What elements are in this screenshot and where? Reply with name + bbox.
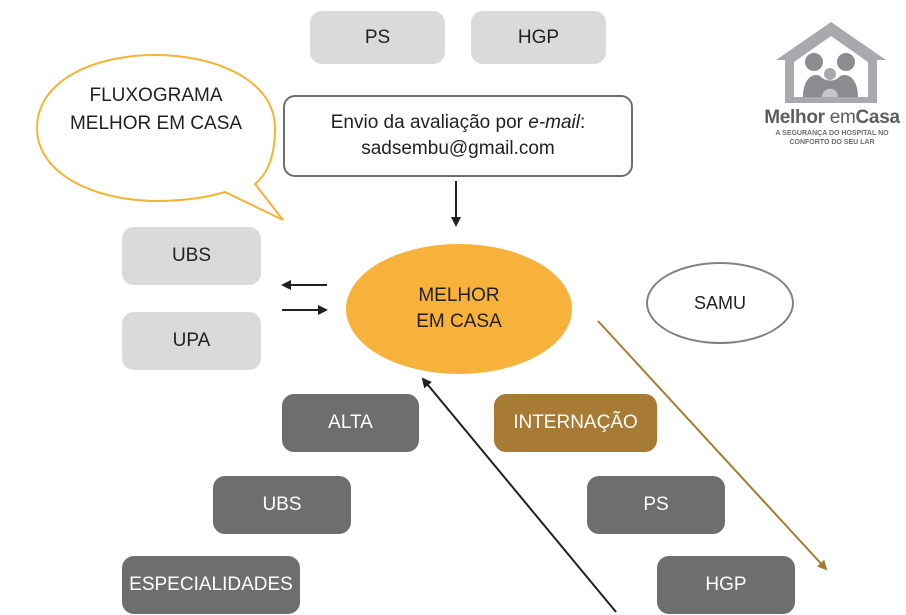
- internacao-box: INTERNAÇÃO: [494, 394, 657, 452]
- logo-sub-line2: CONFORTO DO SEU LAR: [789, 139, 875, 146]
- email-instruction: Envio da avaliação por e-mail:: [331, 110, 586, 136]
- bubble-line1: FLUXOGRAMA: [89, 85, 223, 106]
- email-suffix: :: [579, 112, 586, 133]
- ps-internacao-box: PS: [587, 476, 725, 534]
- email-prefix: Envio da avaliação por: [330, 112, 529, 133]
- center-line1: MELHOR: [418, 285, 500, 306]
- ubs-left-box: UBS: [122, 227, 261, 285]
- email-box: Envio da avaliação por e-mail: sadsembu@…: [283, 95, 633, 177]
- hgp-internacao-box: HGP: [657, 556, 795, 614]
- logo-sub-line1: A SEGURANÇA DO HOSPITAL NO: [775, 130, 889, 137]
- logo-text: Melhor emCasa A SEGURANÇA DO HOSPITAL NO…: [758, 107, 906, 147]
- logo-title-casa: Casa: [855, 107, 901, 128]
- arrow-to-hgp: [597, 320, 828, 571]
- bubble-line2: MELHOR EM CASA: [69, 113, 243, 134]
- arrow-return-to-center: [421, 377, 617, 613]
- ps-top-box: PS: [310, 11, 445, 64]
- especialidades-box: ESPECIALIDADES: [122, 556, 300, 614]
- speech-bubble: [35, 53, 284, 221]
- logo-title: Melhor emCasa: [758, 107, 906, 129]
- hgp-top-box: HGP: [471, 11, 606, 64]
- logo-title-em: em: [824, 107, 856, 128]
- ubs-outflow-box: UBS: [213, 476, 351, 534]
- center-line2: EM CASA: [416, 311, 502, 332]
- email-address: sadsembu@gmail.com: [361, 138, 555, 159]
- email-italic: e-mail: [528, 112, 580, 133]
- logo-title-bold: Melhor: [764, 107, 825, 128]
- upa-left-box: UPA: [122, 312, 261, 370]
- melhor-em-casa-node: MELHOR EM CASA: [346, 244, 572, 374]
- alta-box: ALTA: [282, 394, 419, 452]
- samu-node: SAMU: [646, 262, 794, 344]
- bubble-title: FLUXOGRAMA MELHOR EM CASA: [40, 82, 272, 138]
